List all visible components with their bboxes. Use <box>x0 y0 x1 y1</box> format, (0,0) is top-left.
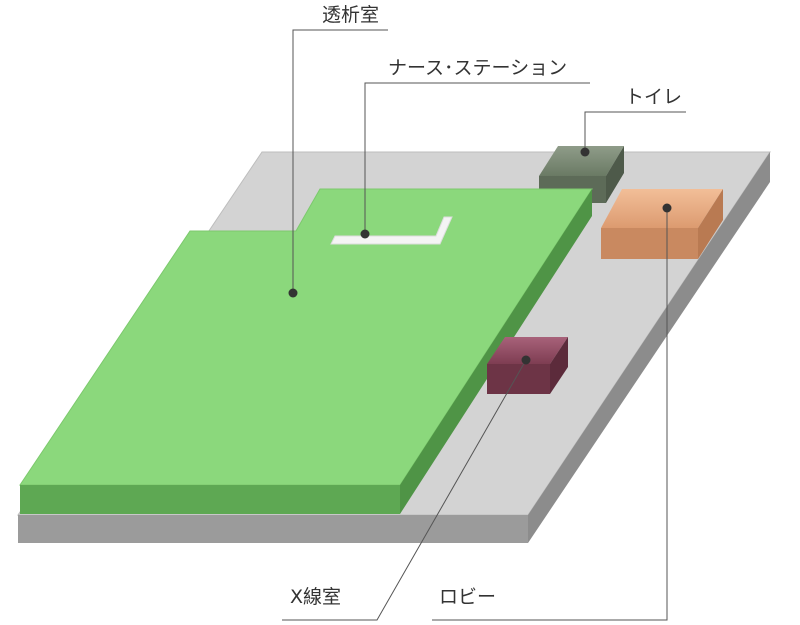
lobby-block-front <box>601 228 698 259</box>
xray-marker <box>521 355 531 365</box>
nurse-station-label: ナース･ステーション <box>388 57 568 79</box>
xray-block-top <box>487 337 568 364</box>
toilet-block-top <box>539 146 624 176</box>
xray-block-side <box>550 337 568 394</box>
leader-line-dialysis <box>292 29 388 293</box>
base-floor-front <box>18 515 528 543</box>
lobby-label: ロビー <box>439 586 497 608</box>
base-floor-side <box>528 152 770 543</box>
leader-line-lobby <box>432 208 668 621</box>
marker-dots <box>288 147 672 365</box>
dialysis-room-front <box>20 485 400 514</box>
xray-block-front <box>487 364 550 394</box>
nurse-station-marker <box>360 229 370 239</box>
dialysis-marker <box>288 288 298 298</box>
xray-block <box>487 337 568 394</box>
toilet-block-side <box>606 146 624 203</box>
leader-lines <box>282 29 686 621</box>
lobby-marker <box>662 203 672 213</box>
leader-line-xray <box>282 359 527 621</box>
toilet-label: トイレ <box>625 86 683 108</box>
dialysis-room-label: 透析室 <box>322 4 380 26</box>
leader-line-nurse-station <box>364 82 590 234</box>
toilet-marker <box>580 147 590 157</box>
xray-room-label: X線室 <box>290 586 342 608</box>
nurse-station-counter <box>330 216 453 245</box>
lobby-block-side <box>698 189 723 259</box>
leader-line-toilet <box>584 111 686 152</box>
lobby-block-top <box>601 189 723 228</box>
lobby-block <box>601 189 723 259</box>
